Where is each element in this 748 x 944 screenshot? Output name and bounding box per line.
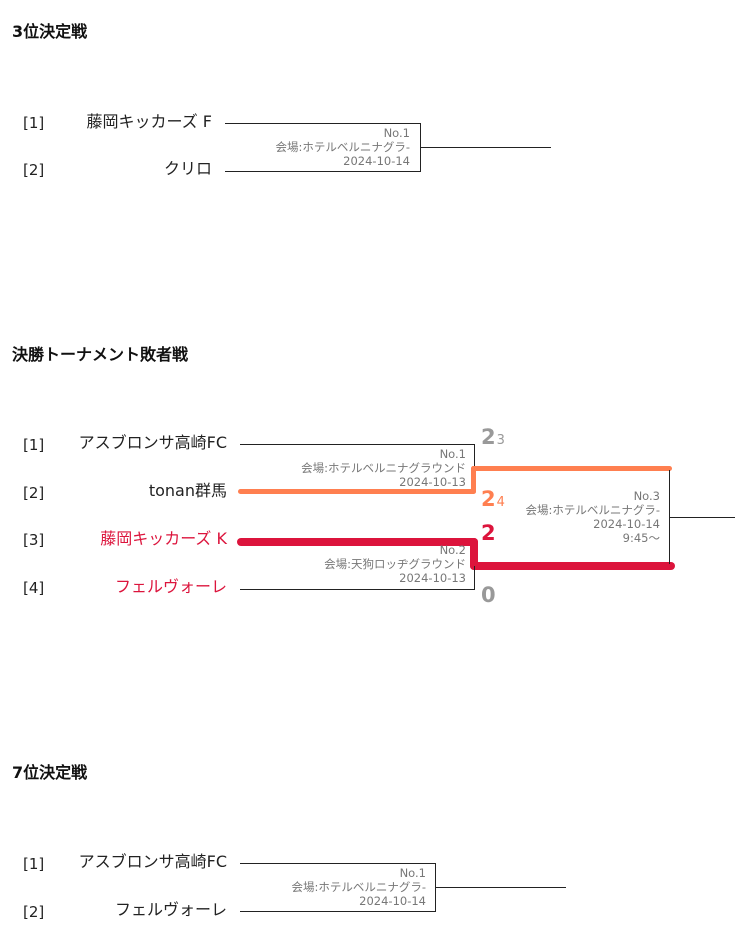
section-title-third-place: 3位決定戦 [12,22,88,41]
score-match2-top: 2 [481,521,496,545]
match-venue: 会場:ホテルベルニナグラウンド [301,461,466,475]
match-info[interactable]: No.2 会場:天狗ロッヂグラウンド 2024-10-13 [324,543,466,585]
winner-path-line [471,466,672,471]
bracket-line [420,147,551,148]
seed-label: [2] [23,484,45,502]
match-venue: 会場:ホテルベルニナグラ- [291,880,426,894]
match-info[interactable]: No.1 会場:ホテルベルニナグラ- 2024-10-14 [275,126,410,168]
match-date: 2024-10-14 [359,894,426,908]
match-venue: 会場:天狗ロッヂグラウンド [324,557,466,571]
pk-score: 3 [496,433,505,448]
bracket-line [435,887,566,888]
match-number: No.3 [633,489,660,503]
pk-score: 4 [496,495,505,510]
bracket-line [240,911,436,912]
section-title-losers-bracket: 決勝トーナメント敗者戦 [12,345,189,364]
score-match1-bottom: 24 [481,487,505,511]
score-match1-top: 23 [481,425,505,449]
team-name[interactable]: フェルヴォーレ [114,900,227,919]
bracket-line [240,863,436,864]
bracket-line [225,171,421,172]
match-number: No.1 [399,866,426,880]
team-name[interactable]: アスブロンサ高崎FC [78,852,227,871]
seed-label: [2] [23,161,45,179]
seed-label: [1] [23,855,45,873]
team-name[interactable]: アスブロンサ高崎FC [78,433,227,452]
seed-label: [3] [23,531,45,549]
team-name[interactable]: tonan群馬 [148,481,227,500]
winner-path-line [470,562,675,570]
seed-label: [4] [23,579,45,597]
match-number: No.2 [439,543,466,557]
team-name-winner[interactable]: 藤岡キッカーズ K [100,529,227,548]
bracket-line [669,517,735,518]
match-date: 2024-10-13 [399,571,466,585]
bracket-line [474,566,475,589]
match-date: 2024-10-14 [593,517,660,531]
match-number: No.1 [383,126,410,140]
bracket-line [225,123,421,124]
match-venue: 会場:ホテルベルニナグラ- [525,503,660,517]
seed-label: [2] [23,903,45,921]
match-number: No.1 [439,447,466,461]
match-info[interactable]: No.1 会場:ホテルベルニナグラウンド 2024-10-13 [301,447,466,489]
match-venue: 会場:ホテルベルニナグラ- [275,140,410,154]
winner-path-line [471,466,476,494]
seed-label: [1] [23,114,45,132]
bracket-line [240,589,475,590]
team-name-winner[interactable]: フェルヴォーレ [114,577,227,596]
winner-path-line [237,538,478,546]
score-match2-bottom: 0 [481,583,496,607]
match-info[interactable]: No.1 会場:ホテルベルニナグラ- 2024-10-14 [291,866,426,908]
bracket-line [474,444,475,468]
team-name[interactable]: 藤岡キッカーズ F [86,112,213,131]
seed-label: [1] [23,436,45,454]
match-date: 2024-10-13 [399,475,466,489]
winner-path-line [470,538,478,570]
match-info[interactable]: No.3 会場:ホテルベルニナグラ- 2024-10-14 9:45～ [525,489,660,545]
team-name[interactable]: クリロ [163,159,212,178]
bracket-line [240,444,474,445]
match-time: 9:45～ [622,531,660,545]
match-date: 2024-10-14 [343,154,410,168]
section-title-seventh-place: 7位決定戦 [12,763,88,782]
winner-path-line [238,489,476,494]
